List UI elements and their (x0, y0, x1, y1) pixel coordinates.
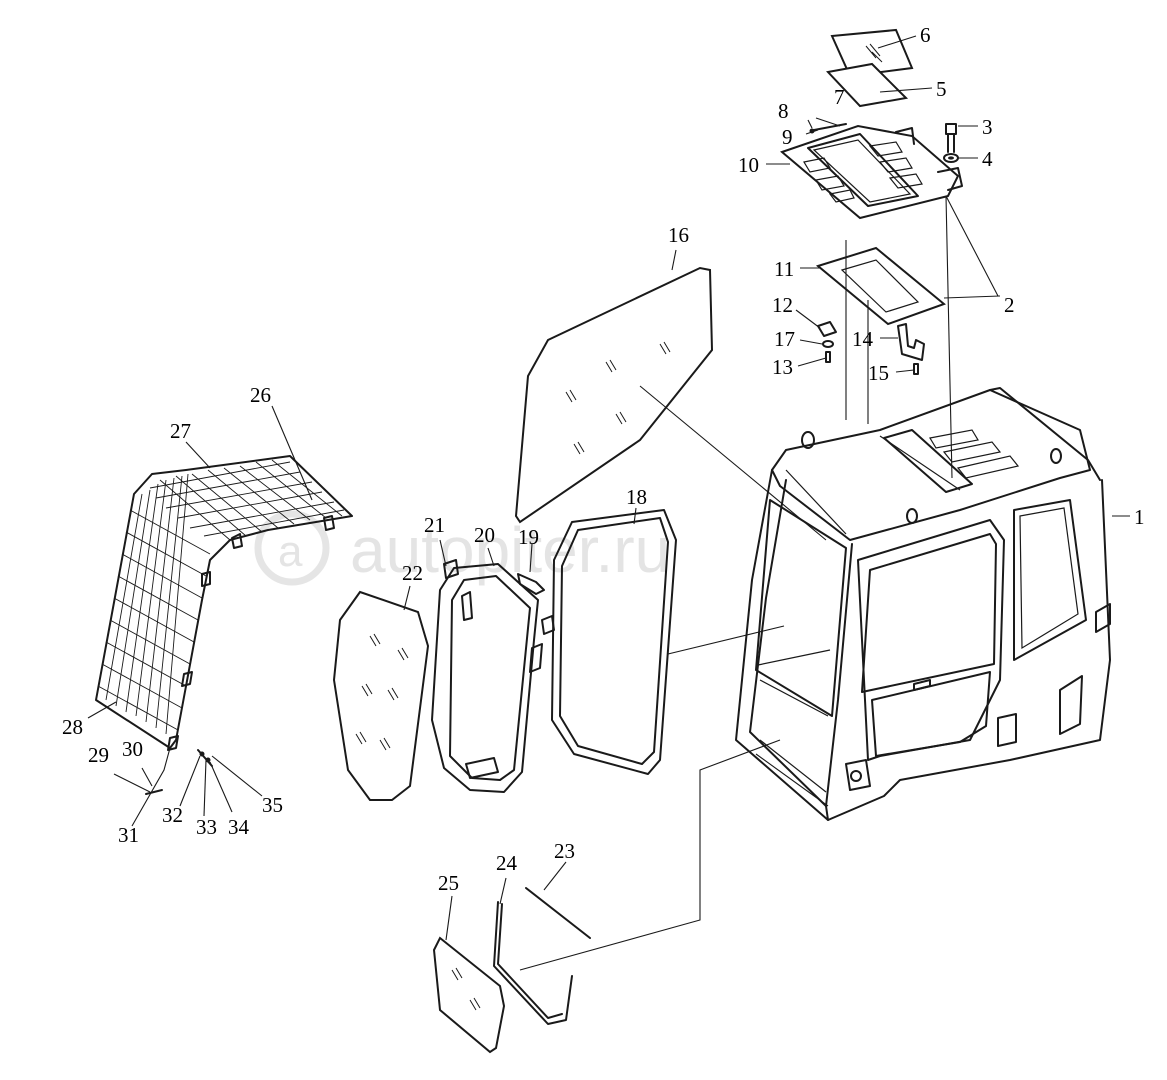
callout-3: 3 (982, 115, 993, 139)
part-22-sliding-glass (332, 590, 430, 801)
part-18-window-seal (551, 509, 677, 775)
callout-12: 12 (772, 293, 793, 317)
callout-27: 27 (170, 419, 191, 443)
part-15-screw (913, 363, 919, 375)
part-13-bolt (825, 351, 831, 363)
callout-13: 13 (772, 355, 793, 379)
callout-17: 17 (774, 327, 795, 351)
callout-23: 23 (554, 839, 575, 863)
leader-lines (87, 35, 1130, 971)
part-19-handle (517, 573, 555, 635)
callout-1: 1 (1134, 505, 1145, 529)
callout-33: 33 (196, 815, 217, 839)
callout-8: 8 (778, 99, 789, 123)
callout-6: 6 (920, 23, 931, 47)
callout-7: 7 (834, 85, 845, 109)
part-4-washer (943, 153, 959, 163)
part-10-roof-hatch-frame (780, 124, 963, 220)
callout-9: 9 (782, 125, 793, 149)
part-11-inner-frame (815, 246, 946, 326)
callout-labels: 1 2 3 4 5 6 7 8 9 10 11 12 13 14 15 16 1… (62, 23, 1145, 895)
svg-text:a: a (278, 527, 303, 576)
callout-31: 31 (118, 823, 139, 847)
callout-34: 34 (228, 815, 250, 839)
part-24-seal-strip (493, 901, 573, 1025)
callout-4: 4 (982, 147, 993, 171)
callout-35: 35 (262, 793, 283, 817)
callout-11: 11 (774, 257, 794, 281)
callout-19: 19 (518, 525, 539, 549)
callout-32: 32 (162, 803, 183, 827)
callout-29: 29 (88, 743, 109, 767)
part-23-rubber-strip (525, 887, 591, 939)
part-17-washer (822, 340, 834, 348)
part-20-window-frame (431, 563, 543, 793)
callout-26: 26 (250, 383, 271, 407)
part-12-bracket (817, 321, 837, 337)
callout-5: 5 (936, 77, 947, 101)
part-25-lower-glass (432, 936, 506, 1054)
part-16-side-glass (514, 266, 714, 524)
callout-30: 30 (122, 737, 143, 761)
part-6-top-glass (830, 28, 914, 78)
part-14-handle (897, 323, 925, 361)
part-3-bolt (945, 123, 957, 153)
part-21-latch (443, 559, 459, 579)
callout-15: 15 (868, 361, 889, 385)
callout-24: 24 (496, 851, 518, 875)
part-5-glass-seal (826, 62, 909, 108)
callout-21: 21 (424, 513, 445, 537)
part-28-guard-mesh (95, 455, 353, 795)
callout-10: 10 (738, 153, 759, 177)
callout-16: 16 (668, 223, 689, 247)
callout-22: 22 (402, 561, 423, 585)
callout-28: 28 (62, 715, 83, 739)
callout-20: 20 (474, 523, 495, 547)
callout-14: 14 (852, 327, 874, 351)
part-1-cab-body (735, 387, 1111, 821)
callout-2: 2 (1004, 293, 1015, 317)
callout-18: 18 (626, 485, 647, 509)
callout-25: 25 (438, 871, 459, 895)
